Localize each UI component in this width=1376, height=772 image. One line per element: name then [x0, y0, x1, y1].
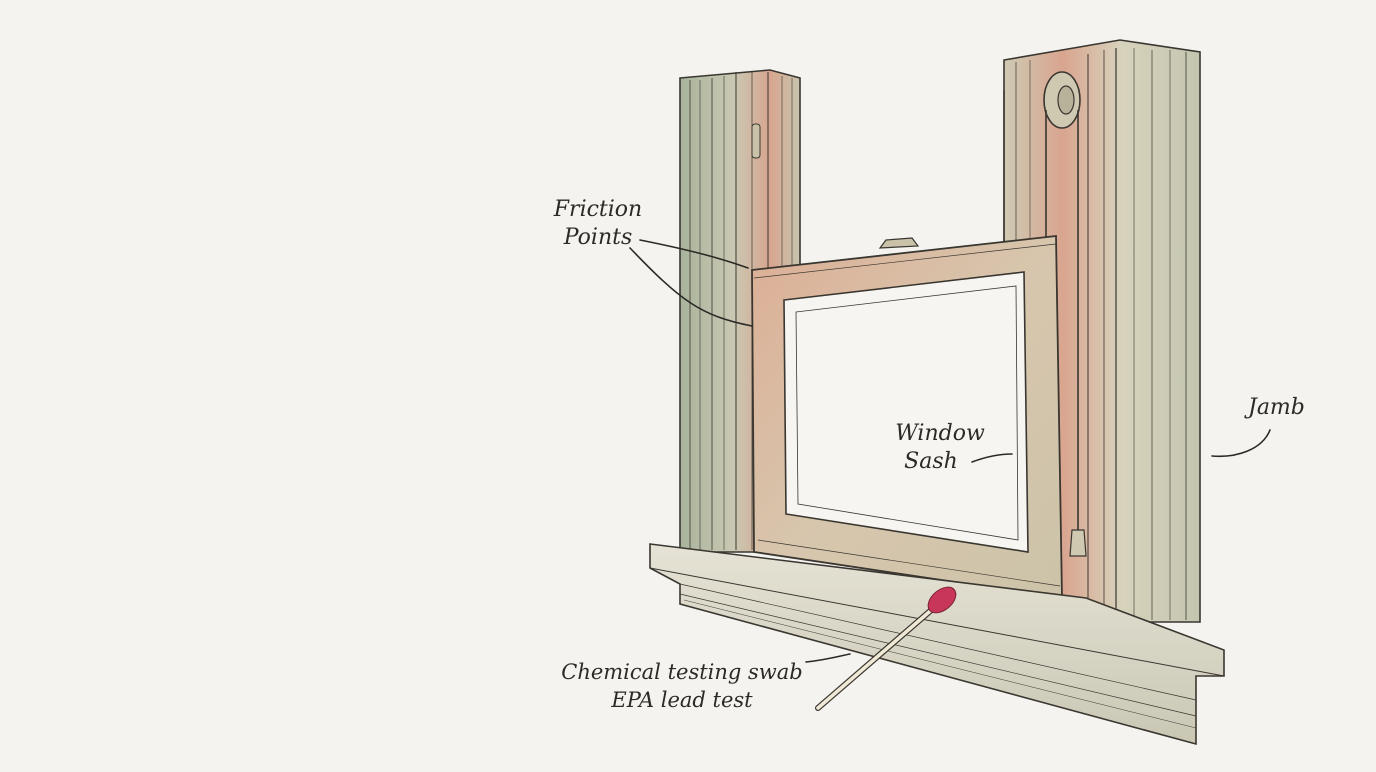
- window-sill: [649, 543, 1225, 746]
- window-sash-frame: [751, 234, 1063, 600]
- swab-arrow: [805, 653, 851, 663]
- friction-arrow-lower: [629, 247, 753, 327]
- label-friction-line1: Friction: [553, 197, 643, 222]
- label-swab-line1: Chemical testing swab: [561, 660, 803, 684]
- label-swab: Chemical testing swab EPA lead test: [558, 658, 806, 714]
- friction-arrow-upper: [639, 239, 749, 269]
- testing-swab: [815, 586, 957, 711]
- label-sash-line2: Sash: [904, 449, 958, 474]
- label-jamb: Jamb: [1248, 394, 1305, 422]
- label-jamb-line1: Jamb: [1248, 395, 1305, 420]
- sash-arrow: [971, 453, 1013, 463]
- label-sash-line1: Window: [895, 421, 985, 446]
- label-window-sash: Window Sash: [888, 420, 992, 476]
- label-friction-line2: Points: [563, 225, 633, 250]
- label-friction-points: Friction Points: [550, 196, 646, 252]
- jamb-arrow: [1211, 429, 1271, 458]
- label-swab-line2: EPA lead test: [611, 688, 753, 712]
